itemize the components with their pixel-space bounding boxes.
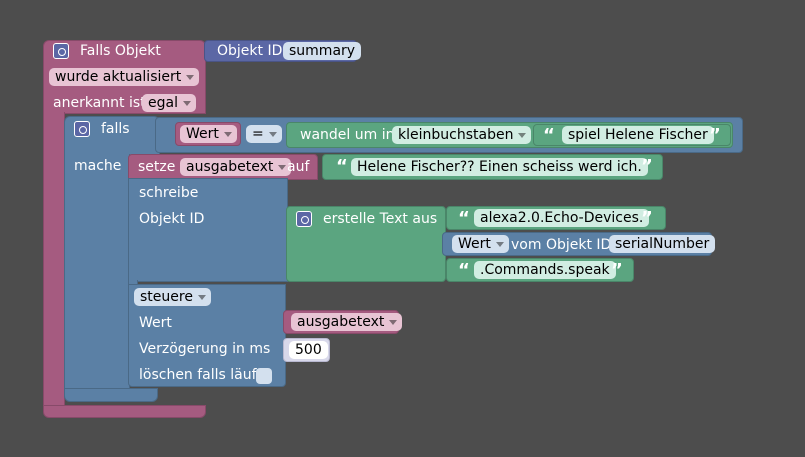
value-variable-dropdown[interactable]: ausgabetext bbox=[291, 313, 403, 331]
quote-open-icon: “ bbox=[543, 125, 555, 146]
variable-dropdown[interactable]: ausgabetext bbox=[180, 158, 292, 176]
quote-close-icon: ” bbox=[641, 208, 653, 229]
operator-dropdown[interactable]: = bbox=[246, 125, 282, 143]
set-text-field[interactable]: Helene Fischer?? Einen scheiss werd ich. bbox=[351, 158, 648, 176]
gear-icon[interactable] bbox=[74, 121, 90, 137]
if-block-side bbox=[64, 154, 130, 392]
if-block-bottom bbox=[64, 388, 158, 402]
ack-label: anerkannt ist bbox=[53, 95, 146, 111]
mode-dropdown[interactable]: steuere bbox=[134, 288, 211, 306]
write-label: schreibe bbox=[139, 185, 199, 201]
compare-text[interactable]: spiel Helene Fischer bbox=[562, 126, 714, 144]
quote-open-icon: “ bbox=[336, 156, 348, 177]
clear-label: löschen falls läuft bbox=[139, 367, 262, 383]
to-label: auf bbox=[287, 159, 310, 175]
quote-close-icon: ” bbox=[641, 156, 653, 177]
text-item-3[interactable]: .Commands.speak bbox=[474, 261, 616, 279]
ack-dropdown[interactable]: egal bbox=[142, 94, 196, 112]
case-dropdown[interactable]: kleinbuchstaben bbox=[392, 126, 532, 144]
delay-field[interactable]: 500 bbox=[289, 341, 328, 359]
delay-label: Verzögerung in ms bbox=[139, 341, 271, 357]
clear-checkbox[interactable] bbox=[256, 368, 272, 384]
write-value-label: Wert bbox=[139, 315, 172, 331]
object-value-dropdown[interactable]: Wert bbox=[452, 235, 509, 253]
quote-close-icon: ” bbox=[709, 125, 721, 146]
write-object-id-label: Objekt ID bbox=[139, 211, 205, 227]
if-label: falls bbox=[101, 121, 130, 137]
create-text-label: erstelle Text aus bbox=[323, 211, 438, 227]
convert-label: wandel um in bbox=[300, 127, 395, 143]
object-id-field[interactable]: summary bbox=[283, 42, 362, 60]
event-dropdown[interactable]: wurde aktualisiert bbox=[49, 68, 200, 86]
from-object-field[interactable]: serialNumber bbox=[609, 235, 716, 253]
quote-close-icon: ” bbox=[611, 260, 623, 281]
from-object-label: vom Objekt ID bbox=[511, 237, 612, 253]
object-id-label: Objekt ID bbox=[217, 43, 283, 59]
trigger-block-bottom bbox=[43, 405, 206, 418]
gear-icon[interactable] bbox=[53, 43, 69, 59]
gear-icon[interactable] bbox=[296, 211, 312, 227]
do-label: mache bbox=[74, 158, 122, 174]
text-item-1[interactable]: alexa2.0.Echo-Devices. bbox=[474, 209, 650, 227]
quote-open-icon: “ bbox=[458, 260, 470, 281]
write-block-top[interactable] bbox=[128, 178, 288, 282]
trigger-block-side bbox=[43, 112, 65, 408]
value-dropdown[interactable]: Wert bbox=[180, 125, 237, 143]
trigger-title: Falls Objekt bbox=[80, 43, 161, 59]
set-label: setze bbox=[138, 159, 176, 175]
quote-open-icon: “ bbox=[458, 208, 470, 229]
